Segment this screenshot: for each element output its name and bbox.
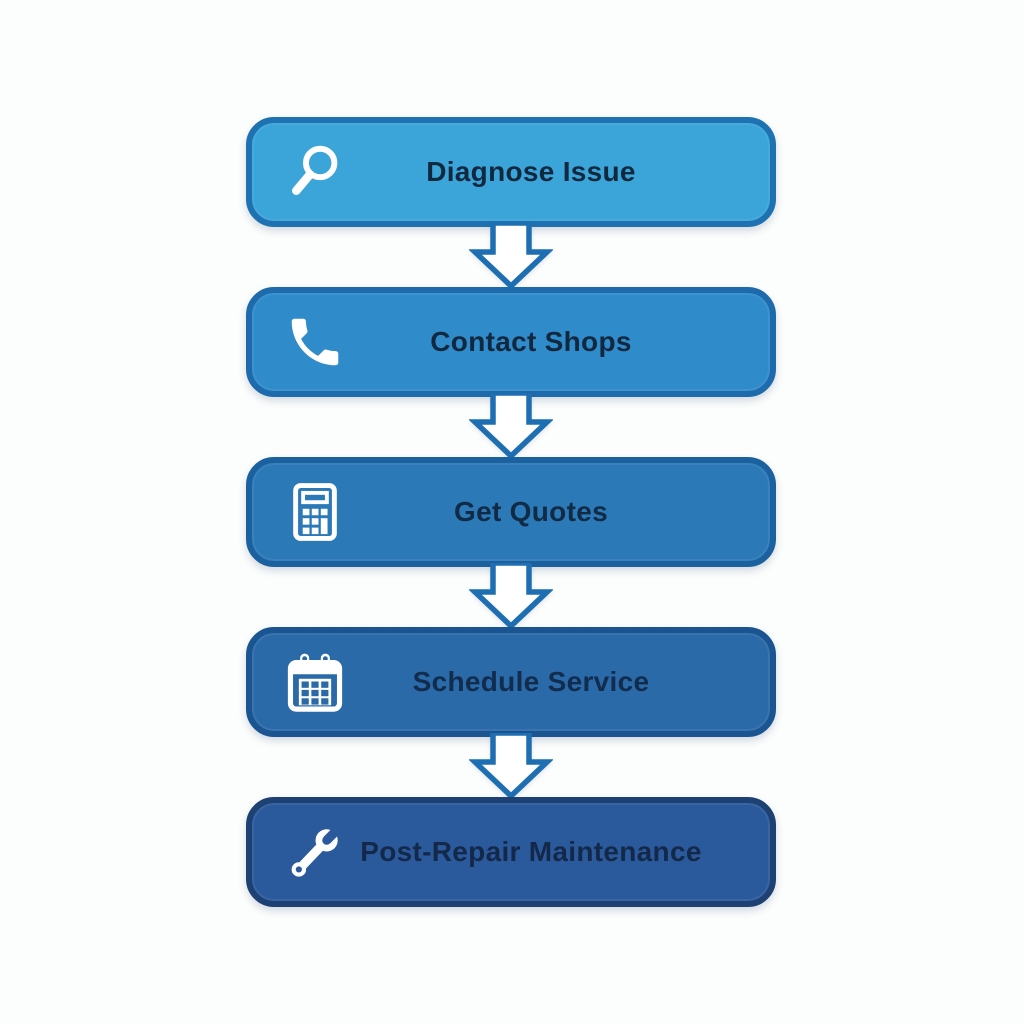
flow-step: Get Quotes — [246, 457, 776, 629]
step-label: Schedule Service — [412, 666, 650, 697]
flow-step: Post-Repair Maintenance — [246, 797, 776, 967]
step-label: Post-Repair Maintenance — [360, 836, 702, 867]
calculator-icon — [284, 481, 346, 543]
phone-icon — [284, 311, 346, 373]
flow-step: Contact Shops — [246, 287, 776, 459]
down-arrow-icon — [469, 733, 553, 799]
step-label: Contact Shops — [430, 326, 632, 357]
flow-step: Schedule Service — [246, 627, 776, 799]
down-arrow-icon — [469, 223, 553, 289]
step-label: Get Quotes — [454, 496, 608, 527]
step-box: Diagnose Issue — [246, 117, 776, 227]
step-box: Post-Repair Maintenance — [246, 797, 776, 907]
magnifier-icon — [284, 141, 346, 203]
step-label: Diagnose Issue — [426, 156, 636, 187]
wrench-icon — [284, 821, 346, 883]
step-box: Contact Shops — [246, 287, 776, 397]
calendar-icon — [284, 651, 346, 713]
down-arrow-icon — [469, 393, 553, 459]
flow-step: Diagnose Issue — [246, 117, 776, 289]
step-box: Schedule Service — [246, 627, 776, 737]
step-box: Get Quotes — [246, 457, 776, 567]
down-arrow-icon — [469, 563, 553, 629]
